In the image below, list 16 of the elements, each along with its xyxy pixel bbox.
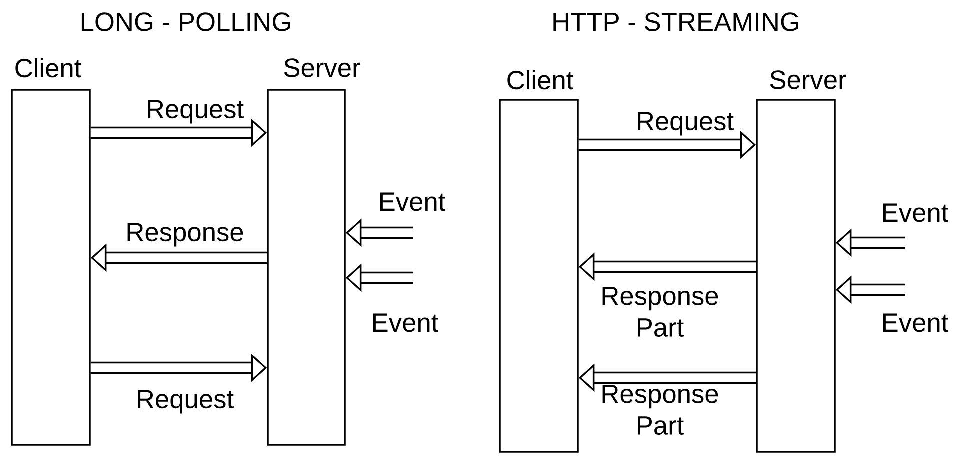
edge-label: Event xyxy=(883,314,949,332)
edge-label: Request xyxy=(148,100,244,124)
edge-label: Response Part xyxy=(602,287,718,337)
edge-label: Request xyxy=(138,390,234,414)
panel-title: LONG - POLLING xyxy=(82,12,290,32)
panel-title: HTTP - STREAMING xyxy=(554,12,798,32)
edge-label: Request xyxy=(638,112,734,136)
lifeline-heading: Client xyxy=(16,58,82,78)
lifeline-heading: Server xyxy=(770,70,846,90)
edge-label: Event xyxy=(883,204,949,222)
edge-label: Event xyxy=(380,192,446,212)
edge-label: Event xyxy=(373,314,439,332)
edge-label: Response xyxy=(128,223,244,247)
edge-label: Response Part xyxy=(602,385,718,435)
lifeline-heading: Client xyxy=(508,70,574,90)
lifeline-heading: Server xyxy=(284,58,360,78)
